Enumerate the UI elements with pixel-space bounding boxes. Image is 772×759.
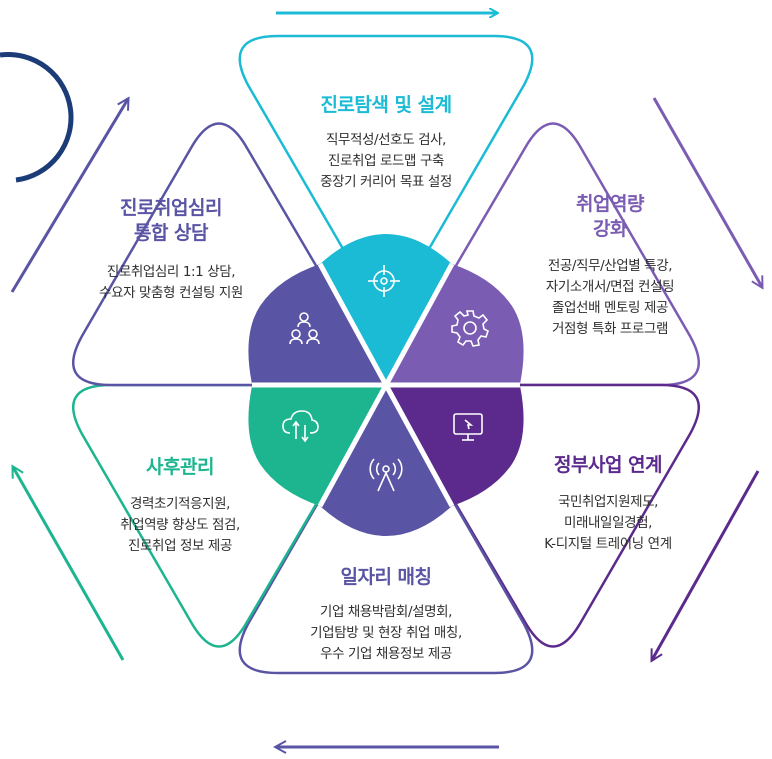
- section-title: 진로탐색 및 설계: [320, 94, 452, 116]
- panel-career-exploration: [238, 34, 534, 325]
- section-follow-up: 사후관리 경력초기적응지원, 취업역량 향상도 점검, 진로취업 정보 제공: [60, 455, 300, 557]
- section-line: 기업탐방 및 현장 취업 매칭,: [310, 625, 462, 641]
- section-title: 진로취업심리 통합 상담: [51, 196, 291, 246]
- section-line: 자기소개서/면접 컨설팅: [545, 279, 675, 295]
- section-body: 국민취업지원제도, 미래내일일경험, K-디지털 트레이닝 연계: [488, 492, 728, 555]
- monitor-icon: [453, 413, 483, 441]
- arrow-left-bottom: [13, 467, 125, 661]
- title-line: 통합 상담: [133, 222, 209, 244]
- section-line: 진로취업 정보 제공: [128, 538, 232, 554]
- section-government: 정부사업 연계 국민취업지원제도, 미래내일일경험, K-디지털 트레이닝 연계: [488, 453, 728, 555]
- section-line: 미래내일일경험,: [563, 515, 653, 531]
- gear-icon: [451, 310, 489, 347]
- section-line: 전공/직무/산업별 특강,: [547, 258, 673, 274]
- section-line: K-디지털 트레이닝 연계: [544, 536, 672, 552]
- section-line: 경력초기적응지원,: [129, 496, 231, 512]
- section-title: 일자리 매칭: [340, 566, 432, 588]
- wedge-job-matching: [320, 385, 452, 536]
- arrow-right-top: [652, 97, 762, 287]
- section-job-matching: 일자리 매칭 기업 채용박람회/설명회, 기업탐방 및 현장 취업 매칭, 우수…: [266, 565, 506, 665]
- section-line: 졸업선배 멘토링 제공: [552, 300, 668, 316]
- section-line: 중장기 커리어 목표 설정: [320, 174, 452, 190]
- wedge-career-exploration: [320, 234, 452, 385]
- section-competency: 취업역량 강화 전공/직무/산업별 특강, 자기소개서/면접 컨설팅 졸업선배 …: [490, 192, 730, 340]
- broadcast-icon: [369, 458, 403, 492]
- section-line: 거점형 특화 프로그램: [552, 321, 668, 337]
- section-body: 전공/직무/산업별 특강, 자기소개서/면접 컨설팅 졸업선배 멘토링 제공 거…: [490, 256, 730, 340]
- cloud-sync-icon: [282, 410, 319, 443]
- section-line: 직무적성/선호도 검사,: [325, 132, 447, 148]
- section-career-exploration: 진로탐색 및 설계 직무적성/선호도 검사, 진로취업 로드맵 구축 중장기 커…: [266, 93, 506, 193]
- section-line: 국민취업지원제도,: [557, 494, 659, 510]
- section-title: 취업역량 강화: [490, 192, 730, 242]
- title-line: 강화: [593, 218, 627, 240]
- section-title: 사후관리: [146, 456, 214, 478]
- wedge-government: [386, 385, 524, 506]
- section-line: 우수 기업 채용정보 제공: [320, 646, 452, 662]
- section-line: 진로취업 로드맵 구축: [328, 153, 444, 169]
- title-line: 진로취업심리: [120, 197, 222, 219]
- section-line: 기업 채용박람회/설명회,: [319, 604, 453, 620]
- section-line: 수요자 맞춤형 컨설팅 지원: [99, 285, 243, 301]
- section-counseling: 진로취업심리 통합 상담 진로취업심리 1:1 상담, 수요자 맞춤형 컨설팅 …: [51, 196, 291, 304]
- title-line: 취업역량: [576, 193, 644, 215]
- wedge-counseling: [248, 264, 386, 385]
- arrow-left-top: [10, 99, 128, 293]
- wedge-competency: [386, 264, 524, 385]
- section-body: 기업 채용박람회/설명회, 기업탐방 및 현장 취업 매칭, 우수 기업 채용정…: [266, 602, 506, 665]
- section-line: 취업역량 향상도 점검,: [120, 517, 240, 533]
- decorative-arc: [0, 52, 74, 183]
- wedge-separators: [252, 262, 520, 508]
- section-body: 직무적성/선호도 검사, 진로취업 로드맵 구축 중장기 커리어 목표 설정: [266, 130, 506, 193]
- section-body: 진로취업심리 1:1 상담, 수요자 맞춤형 컨설팅 지원: [51, 262, 291, 304]
- wedge-follow-up: [248, 385, 386, 506]
- arrow-right-bottom: [652, 470, 760, 660]
- section-body: 경력초기적응지원, 취업역량 향상도 점검, 진로취업 정보 제공: [60, 494, 300, 557]
- people-network-icon: [289, 312, 320, 345]
- section-title: 정부사업 연계: [554, 454, 663, 476]
- section-line: 진로취업심리 1:1 상담,: [106, 264, 236, 280]
- target-icon: [368, 265, 400, 297]
